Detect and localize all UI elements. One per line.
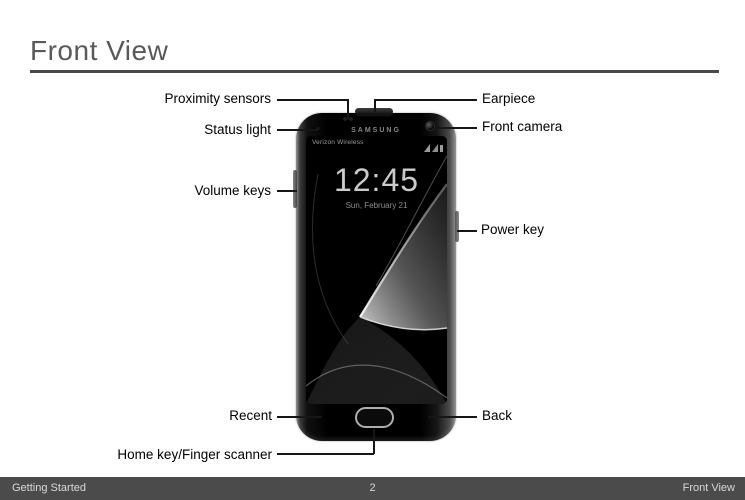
callout-line-proximity-sensors	[347, 99, 349, 120]
carrier-label: Verizon Wireless	[312, 139, 364, 146]
proximity-sensor-dot	[343, 117, 347, 121]
page-title: Front View	[30, 35, 169, 66]
battery-icon	[440, 145, 443, 152]
footer-section: Getting Started	[12, 482, 86, 494]
home-key-button	[355, 407, 394, 428]
callout-label-back: Back	[482, 408, 513, 423]
callout-line-home-key	[277, 453, 374, 455]
footer-page-number: 2	[369, 482, 376, 494]
callout-line-recent	[277, 416, 322, 418]
callout-label-status-light: Status light	[204, 122, 271, 137]
callout-label-power-key: Power key	[481, 222, 545, 237]
footer-chapter: Front View	[682, 482, 735, 494]
callout-line-power-key	[457, 230, 477, 232]
wifi-icon	[424, 144, 430, 152]
samsung-logo: SAMSUNG	[351, 127, 401, 134]
power-key-button	[455, 211, 459, 242]
lockscreen-clock: 12:45	[333, 162, 420, 198]
proximity-sensor-dot	[349, 117, 353, 121]
footer-bar: Getting Started 2 Front View	[0, 477, 745, 500]
callout-line-front-camera	[436, 127, 477, 129]
callout-label-front-camera: Front camera	[482, 119, 563, 134]
callout-label-earpiece: Earpiece	[482, 91, 536, 106]
callout-label-home-key: Home key/Finger scanner	[117, 447, 272, 462]
title-rule	[30, 70, 719, 73]
callout-line-back	[428, 416, 477, 418]
phone-screen	[306, 136, 447, 404]
front-camera-lens	[425, 121, 435, 131]
status-bar-icons	[424, 139, 443, 157]
callout-line-earpiece	[374, 99, 376, 112]
signal-icon	[432, 144, 438, 152]
callout-line-status-light	[277, 129, 318, 131]
lockscreen-wallpaper-swirl	[306, 136, 447, 404]
callout-line-proximity-sensors	[277, 99, 348, 101]
callout-line-earpiece	[374, 99, 477, 101]
callout-label-volume-keys: Volume keys	[194, 183, 271, 198]
volume-keys-button	[293, 170, 297, 208]
callout-label-proximity-sensors: Proximity sensors	[164, 91, 271, 106]
callout-label-recent: Recent	[229, 408, 272, 423]
callout-line-home-key	[373, 429, 375, 454]
callout-line-volume-keys	[277, 190, 297, 192]
lockscreen-date: Sun, February 21	[345, 201, 408, 210]
status-light-dot	[316, 127, 320, 130]
